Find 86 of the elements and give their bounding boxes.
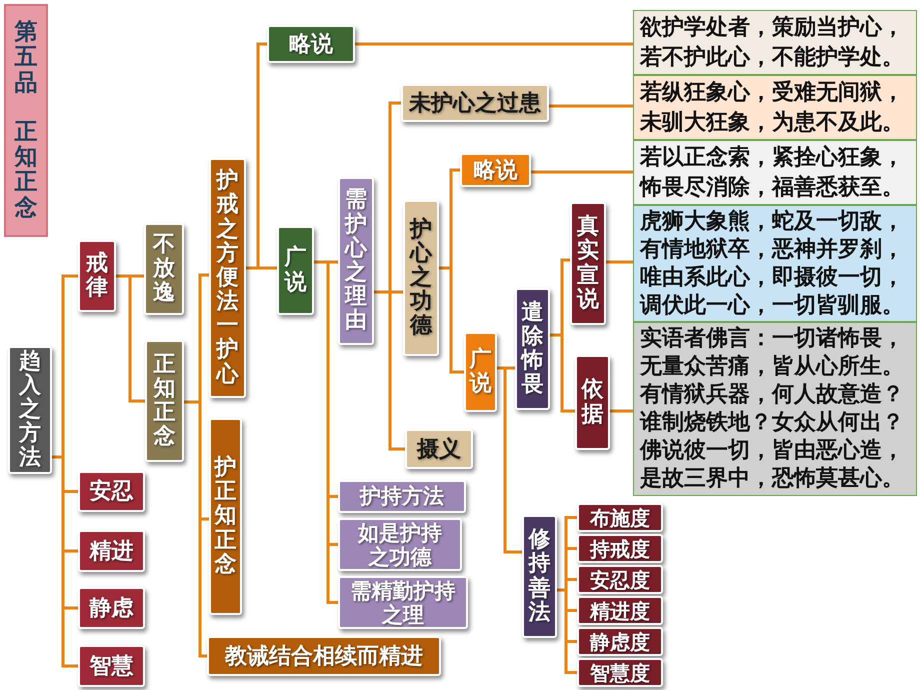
topic-box xyxy=(403,200,439,356)
node-label: 静虑 xyxy=(90,594,134,622)
verse-box xyxy=(633,140,917,205)
topic-box xyxy=(575,355,610,450)
topic-box xyxy=(209,418,242,615)
node-label: 摄义 xyxy=(417,436,461,464)
connector-line xyxy=(439,266,464,374)
topic-box xyxy=(145,340,184,462)
topic-box xyxy=(401,84,549,122)
topic-box xyxy=(78,645,145,687)
node-label: 护心之功德 xyxy=(410,218,432,338)
node-label: 布施度 xyxy=(590,504,650,532)
topic-box xyxy=(277,226,314,315)
topic-box xyxy=(78,240,116,312)
topic-box xyxy=(207,636,441,676)
node-label: 智慧 xyxy=(90,652,134,680)
topic-box xyxy=(209,158,246,398)
node-label: 护持方法 xyxy=(360,482,444,510)
title-text: 第五品 xyxy=(14,20,38,96)
connector-line xyxy=(374,290,405,450)
topic-box xyxy=(522,515,557,638)
topic-box xyxy=(78,587,145,629)
node-label: 护戒之方便法一护心 xyxy=(216,169,238,387)
topic-box xyxy=(338,177,374,345)
node-label: 修持善法 xyxy=(528,528,550,625)
node-label: 略说 xyxy=(289,30,333,58)
verse-text: 欲护学处者，策励当护心，若不护此心，不能护学处。 xyxy=(640,14,905,72)
connector-line xyxy=(550,334,575,412)
node-label: 不放逸 xyxy=(153,232,175,306)
node-label: 安忍 xyxy=(90,478,134,506)
node-label: 安忍度 xyxy=(590,566,650,594)
topic-box xyxy=(460,153,531,187)
verse-text: 实语者佛言：一切诸怖畏，无量众苦痛，皆从心所生。有情狱兵器，何人故意造？谁制烧铁地？女众从何出？佛说彼一切，皆由恶心造，是故三界中，恐怖莫甚心。 xyxy=(640,325,905,493)
topic-box xyxy=(338,576,468,629)
title-box xyxy=(4,4,48,237)
topic-box xyxy=(577,627,663,656)
node-label: 如是护持之功德 xyxy=(356,520,443,568)
verse-box xyxy=(633,75,917,140)
topic-box xyxy=(267,25,355,63)
node-label: 未护心之过患 xyxy=(409,90,541,118)
verse-text: 若纵狂象心，受难无间狱，未驯大狂象，为患不及此。 xyxy=(640,78,905,137)
topic-box xyxy=(515,288,550,410)
node-label: 需精勤护持之理 xyxy=(350,578,456,626)
node-label: 遣除怖畏 xyxy=(522,300,544,398)
node-label: 持戒度 xyxy=(590,536,650,562)
node-label: 真实宣说 xyxy=(577,215,599,312)
node-label: 依据 xyxy=(582,378,604,427)
topic-box xyxy=(570,202,606,325)
topic-box xyxy=(577,534,663,563)
connector-line xyxy=(531,170,633,174)
verse-text: 若以正念索，紧拴心狂象，怖畏尽消除，福善悉获至。 xyxy=(640,144,905,202)
connector-line xyxy=(497,366,522,554)
node-label: 戒律 xyxy=(86,252,108,300)
topic-box xyxy=(338,518,462,571)
node-label: 护正知正念 xyxy=(214,456,236,577)
node-label: 静虑度 xyxy=(590,628,650,656)
node-label: 略说 xyxy=(474,156,518,184)
node-label: 智慧度 xyxy=(590,660,650,686)
connector-line xyxy=(116,274,145,402)
topic-box xyxy=(405,429,473,469)
connector-line xyxy=(314,260,338,604)
topic-box xyxy=(144,223,184,315)
topic-box xyxy=(8,346,52,474)
node-label: 正知正念 xyxy=(154,352,176,450)
node-label: 需护心之理由 xyxy=(345,188,367,334)
node-label: 精进 xyxy=(90,538,134,566)
connector-line xyxy=(606,260,633,264)
topic-box xyxy=(577,658,663,687)
topic-box xyxy=(577,596,663,625)
topic-box xyxy=(577,503,663,532)
title-text: 正知正念 xyxy=(14,120,38,222)
topic-box xyxy=(78,530,145,572)
topic-box xyxy=(577,565,663,594)
node-label: 广说 xyxy=(284,246,306,295)
connector-line xyxy=(355,42,633,46)
connector-line xyxy=(549,104,633,108)
node-label: 教诫结合相续而精进 xyxy=(225,642,423,670)
topic-box xyxy=(338,480,466,513)
node-label: 精进度 xyxy=(590,598,650,624)
node-label: 广说 xyxy=(470,348,492,396)
topic-box xyxy=(78,471,145,512)
verse-box xyxy=(633,10,917,75)
topic-box xyxy=(464,332,497,412)
connector-line xyxy=(610,410,633,412)
node-label: 趋入之方法 xyxy=(19,350,41,470)
verse-text: 虎狮大象熊，蛇及一切敌，有情地狱卒，恶神并罗刹，唯由系此心，即摄彼一切，调伏此一心，一切皆驯服。 xyxy=(640,208,905,320)
